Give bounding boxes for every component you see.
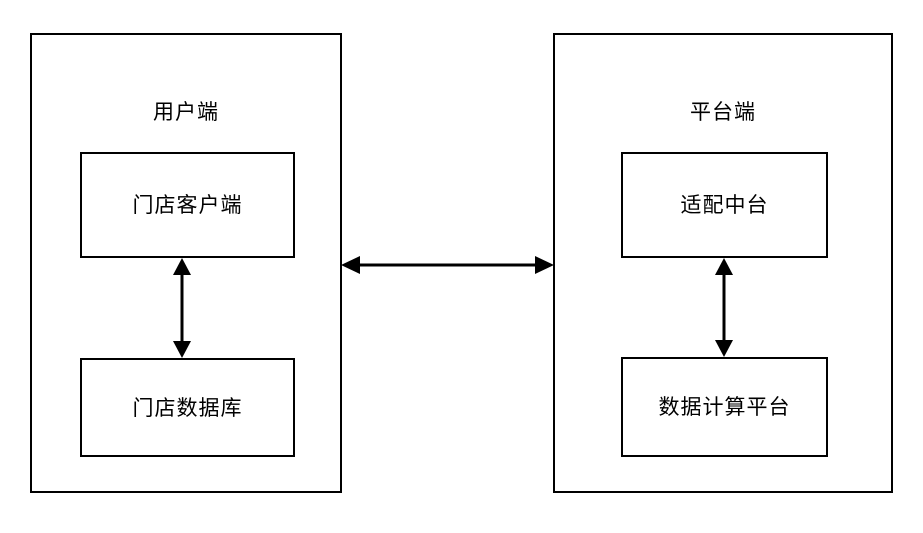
node-adaptation-middle-platform-label: 适配中台 [680,193,769,217]
node-store-database[interactable]: 门店数据库 [80,358,295,457]
connector-platform-internal [715,258,733,357]
connector-client-internal-arrowhead-down [173,341,191,358]
panel-client-side-title: 用户端 [153,100,219,124]
connector-client-platform [341,256,554,274]
connector-client-platform-arrowhead-right [535,256,554,274]
connector-client-internal [173,258,191,358]
node-store-database-label: 门店数据库 [132,395,243,420]
panel-platform-side: 平台端 适配中台 数据计算平台 [553,33,893,493]
panel-platform-side-title: 平台端 [690,100,756,124]
connector-platform-internal-arrowhead-down [715,340,733,357]
node-adaptation-middle-platform[interactable]: 适配中台 [621,152,828,258]
panel-client-side: 用户端 门店客户端 门店数据库 [30,33,342,493]
node-store-client-label: 门店客户端 [132,193,243,217]
connector-client-internal-arrowhead-up [173,258,191,275]
node-data-computing-platform[interactable]: 数据计算平台 [621,357,828,457]
connector-platform-internal-arrowhead-up [715,258,733,275]
connector-client-platform-arrowhead-left [341,256,360,274]
node-store-client[interactable]: 门店客户端 [80,152,295,258]
node-data-computing-platform-label: 数据计算平台 [658,395,791,419]
